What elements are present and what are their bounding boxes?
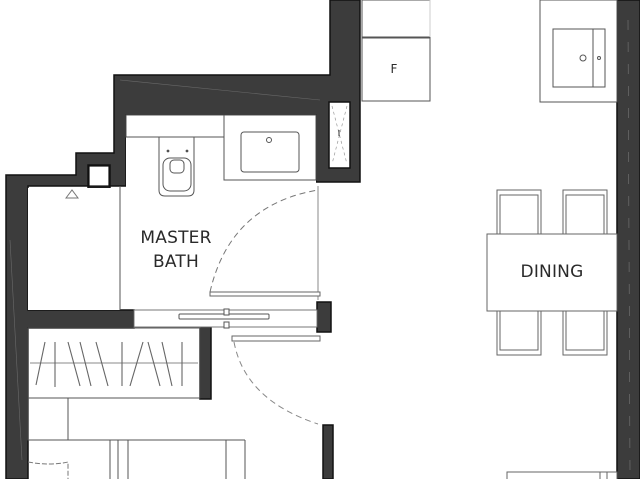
chair [496,189,542,235]
shower-niche [328,101,351,169]
tap-icon [266,137,272,143]
fridge-label: F [390,62,398,76]
wall-column-mid [316,301,332,333]
light-icon [65,189,79,199]
chair [562,309,608,356]
chair [496,309,542,356]
sink-icon [552,28,606,88]
wall-wardrobe-end [199,326,212,400]
bedside-table [27,397,69,441]
wall-hatch [9,19,631,471]
bath-floor [126,115,316,305]
sliding-door-icon [133,308,318,329]
wall-niche [88,165,110,187]
bedroom-furniture [27,397,246,479]
table-icon [486,233,618,312]
chair [562,189,608,235]
master-bath [65,114,321,310]
room-door [231,335,321,425]
sink-icon [240,131,300,173]
fridge-box [361,37,431,102]
dining-table [486,189,618,356]
vanity-counter [223,114,317,181]
wardrobe-icon [27,327,201,399]
toilet-icon [158,137,195,197]
closet-floor [28,188,120,310]
kitchen [361,0,618,103]
wall-lower-partition [322,424,334,480]
bottom-right-counter [506,471,618,483]
